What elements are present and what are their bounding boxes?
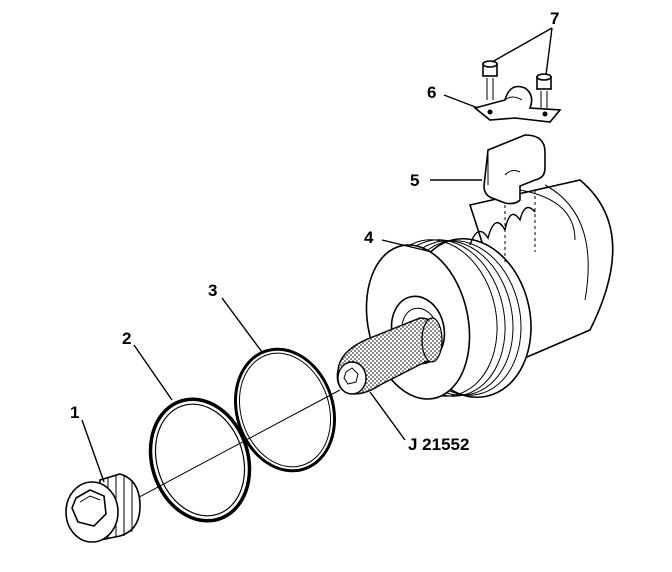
callout-2: 2 <box>122 329 131 348</box>
clip-bracket <box>483 134 546 205</box>
callout-7: 7 <box>550 9 559 28</box>
callout-3: 3 <box>208 281 217 300</box>
callout-5: 5 <box>410 171 419 190</box>
callout-4: 4 <box>364 228 374 247</box>
screw-left <box>482 60 498 100</box>
tool-label: J 21552 <box>408 435 469 454</box>
plug-1 <box>65 473 141 543</box>
callout-1: 1 <box>70 403 79 422</box>
o-ring-3 <box>233 347 337 473</box>
leader-lines <box>81 27 553 483</box>
seal-ring-2 <box>148 397 252 523</box>
callout-6: 6 <box>427 83 436 102</box>
retainer-strap <box>473 85 562 123</box>
tool-j21552 <box>336 317 443 395</box>
screw-right <box>536 73 552 108</box>
